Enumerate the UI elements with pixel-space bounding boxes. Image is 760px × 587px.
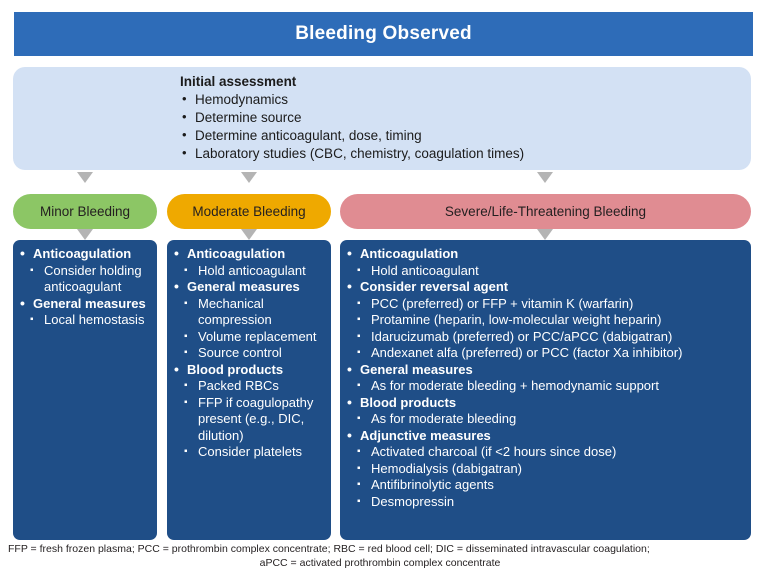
group-heading: Adjunctive measures [346,427,746,445]
list-item: Determine anticoagulant, dose, timing [180,126,741,145]
list-item: Mechanical compression [184,296,326,329]
list-item: Hold anticoagulant [184,263,326,280]
arrow-down-icon-minor [77,172,93,183]
list-item: Determine source [180,108,741,127]
list-item: Hemodialysis (dabigatran) [357,461,746,478]
list-item: Laboratory studies (CBC, chemistry, coag… [180,144,741,163]
category-pill-moderate[interactable]: Moderate Bleeding [167,194,331,229]
group-items: Activated charcoal (if <2 hours since do… [346,444,746,510]
list-item: As for moderate bleeding [357,411,746,428]
list-item: Hemodynamics [180,90,741,109]
category-pill-severe[interactable]: Severe/Life-Threatening Bleeding [340,194,751,229]
group-items: Hold anticoagulant [346,263,746,280]
group-items: As for moderate bleeding [346,411,746,428]
category-label-minor: Minor Bleeding [39,204,131,219]
group-heading: Blood products [173,361,326,379]
list-item: Volume replacement [184,329,326,346]
detail-box-severe: Anticoagulation Hold anticoagulant Consi… [340,240,751,540]
list-item: Antifibrinolytic agents [357,477,746,494]
footnote-line-2: aPCC = activated prothrombin complex con… [259,556,501,569]
minor-group-list: Anticoagulation Consider holding anticoa… [19,245,152,329]
list-item: Hold anticoagulant [357,263,746,280]
detail-box-moderate: Anticoagulation Hold anticoagulant Gener… [167,240,331,540]
category-pill-minor[interactable]: Minor Bleeding [13,194,157,229]
initial-assessment-panel: Initial assessment Hemodynamics Determin… [13,67,751,170]
initial-assessment-heading: Initial assessment [180,74,297,89]
arrow-down-icon-severe-detail [537,229,553,240]
list-item: Andexanet alfa (preferred) or PCC (facto… [357,345,746,362]
group-heading: Blood products [346,394,746,412]
detail-box-minor: Anticoagulation Consider holding anticoa… [13,240,157,540]
group-heading: Anticoagulation [19,245,152,263]
initial-assessment-content: Initial assessment Hemodynamics Determin… [180,73,741,163]
page-title: Bleeding Observed [295,23,472,44]
category-label-moderate: Moderate Bleeding [192,204,306,219]
arrow-down-icon-moderate [241,172,257,183]
initial-assessment-list: Hemodynamics Determine source Determine … [180,90,741,163]
list-item: Consider platelets [184,444,326,461]
list-item: FFP if coagulopathy present (e.g., DIC, … [184,395,326,445]
list-item: Desmopressin [357,494,746,511]
severe-group-list: Anticoagulation Hold anticoagulant Consi… [346,245,746,510]
arrow-down-icon-moderate-detail [241,229,257,240]
group-items: As for moderate bleeding + hemodynamic s… [346,378,746,395]
list-item: Packed RBCs [184,378,326,395]
group-items: PCC (preferred) or FFP + vitamin K (warf… [346,296,746,362]
category-label-severe: Severe/Life-Threatening Bleeding [444,204,647,219]
group-heading: Consider reversal agent [346,278,746,296]
list-item: PCC (preferred) or FFP + vitamin K (warf… [357,296,746,313]
arrow-down-icon-minor-detail [77,229,93,240]
list-item: Idarucizumab (preferred) or PCC/aPCC (da… [357,329,746,346]
group-heading: Anticoagulation [173,245,326,263]
list-item: Activated charcoal (if <2 hours since do… [357,444,746,461]
list-item: Consider holding anticoagulant [30,263,152,296]
arrow-down-icon-severe [537,172,553,183]
group-items: Hold anticoagulant [173,263,326,280]
diagram-title-bar: Bleeding Observed [14,12,753,56]
list-item: Source control [184,345,326,362]
abbreviations-footnote: FFP = fresh frozen plasma; PCC = prothro… [8,543,752,570]
group-heading: General measures [19,295,152,313]
moderate-group-list: Anticoagulation Hold anticoagulant Gener… [173,245,326,461]
footnote-line-1: FFP = fresh frozen plasma; PCC = prothro… [8,543,650,555]
group-items: Mechanical compression Volume replacemen… [173,296,326,362]
list-item: As for moderate bleeding + hemodynamic s… [357,378,746,395]
list-item: Local hemostasis [30,312,152,329]
group-heading: General measures [346,361,746,379]
group-heading: General measures [173,278,326,296]
group-items: Consider holding anticoagulant [19,263,152,296]
group-items: Local hemostasis [19,312,152,329]
list-item: Protamine (heparin, low-molecular weight… [357,312,746,329]
group-heading: Anticoagulation [346,245,746,263]
group-items: Packed RBCs FFP if coagulopathy present … [173,378,326,461]
